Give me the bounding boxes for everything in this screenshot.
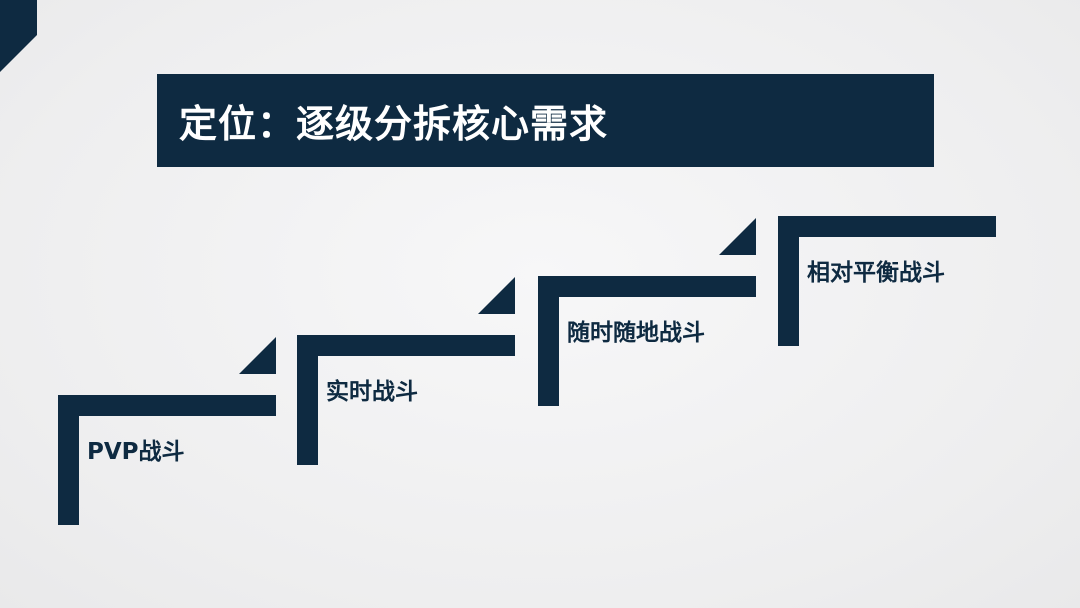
step-bracket-left (297, 335, 318, 465)
step-bracket-left (58, 395, 79, 525)
step-bracket-left (778, 216, 799, 346)
step-bracket-left (538, 276, 559, 406)
step-corner-triangle (239, 337, 276, 374)
step-bracket-top (538, 276, 756, 297)
title-banner: 定位：逐级分拆核心需求 (157, 74, 934, 167)
step-corner-triangle (478, 277, 515, 314)
step-bracket-top (778, 216, 996, 237)
step-corner-triangle (719, 218, 756, 255)
step-label: 相对平衡战斗 (807, 260, 945, 286)
step-bracket-top (58, 395, 276, 416)
step-label: 实时战斗 (326, 379, 418, 405)
step-1: PVP战斗 (58, 337, 276, 525)
step-bracket-top (297, 335, 515, 356)
step-2: 实时战斗 (297, 277, 515, 465)
step-label: PVP战斗 (87, 439, 185, 465)
page-title: 定位：逐级分拆核心需求 (179, 102, 609, 146)
step-4: 相对平衡战斗 (778, 216, 996, 346)
step-3: 随时随地战斗 (538, 218, 756, 406)
step-label: 随时随地战斗 (567, 320, 705, 346)
